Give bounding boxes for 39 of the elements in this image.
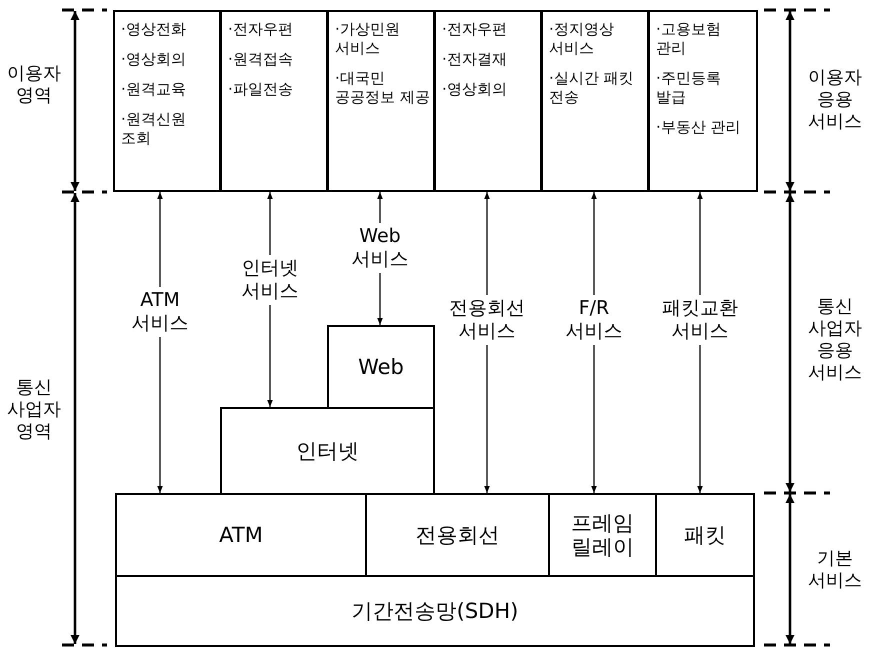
region-label: 이용자 응용 서비스: [807, 67, 863, 133]
service-item: ·영상회의: [442, 80, 508, 99]
service-column: [434, 10, 542, 192]
layer-box: [327, 325, 435, 409]
layer-name: 기간전송망(SDH): [352, 599, 518, 623]
layer-box: [115, 575, 755, 647]
layer-name: 인터넷: [296, 439, 359, 463]
region-label: 통신 사업자 응용 서비스: [807, 296, 863, 384]
layer-box: [220, 407, 435, 495]
service-item: ·원격접속: [228, 50, 294, 69]
layer-name: 프레임 릴레이: [570, 511, 635, 559]
service-column: [327, 10, 435, 192]
service-item: ·가상민원 서비스: [335, 20, 401, 58]
layer-name: 전용회선: [416, 523, 500, 547]
service-item: ·파일전송: [228, 80, 294, 99]
service-item: ·대국민 공공정보 제공: [335, 69, 431, 107]
service-item: ·정지영상 서비스: [549, 20, 615, 58]
service-item: ·영상회의: [121, 50, 187, 69]
region-label: 기본 서비스: [807, 548, 863, 592]
service-item: ·부동산 관리: [656, 118, 742, 137]
service-item: ·전자우편: [228, 20, 294, 39]
service-column: [220, 10, 328, 192]
service-column: [113, 10, 221, 192]
service-item: ·영상전화: [121, 20, 187, 39]
service-item: ·실시간 패킷 전송: [549, 69, 635, 107]
service-item: ·전자결재: [442, 50, 508, 69]
service-item: ·주민등록 발급: [656, 69, 722, 107]
layer-box: [655, 493, 755, 577]
service-column: [648, 10, 758, 192]
service-column: [541, 10, 649, 192]
region-label: 이용자 영역: [6, 63, 62, 107]
region-label: 통신 사업자 영역: [6, 377, 62, 443]
service-item: ·원격신원 조회: [121, 110, 187, 148]
layer-name: ATM: [219, 523, 263, 547]
layer-name: Web: [357, 355, 405, 379]
service-item: ·원격교육: [121, 80, 187, 99]
service-item: ·고용보험 관리: [656, 20, 722, 58]
layer-name: 패킷: [683, 523, 727, 547]
service-item: ·전자우편: [442, 20, 508, 39]
